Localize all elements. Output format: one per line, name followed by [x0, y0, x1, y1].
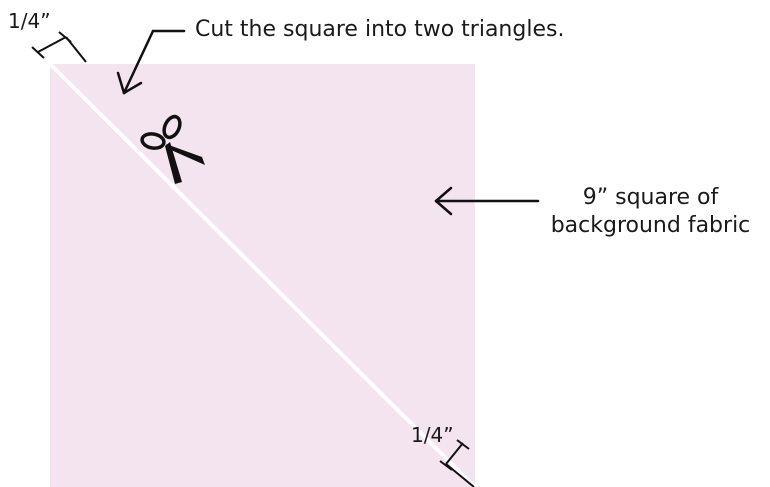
- diagonal-cut-line: [48, 62, 477, 487]
- arrow-left-icon: [434, 186, 540, 216]
- seam-marker-bottom: [439, 439, 475, 487]
- square-label-line1: 9” square of: [582, 185, 719, 210]
- arrow-icon: [116, 29, 186, 95]
- seam-allowance-top-label: 1/4”: [8, 9, 51, 33]
- seam-marker-top: [31, 31, 87, 63]
- seam-allowance-bottom-label: 1/4”: [411, 423, 454, 447]
- scissors-icon: [140, 114, 205, 184]
- square-label-line2: background fabric: [550, 212, 751, 238]
- square-description-label: 9” square of background fabric: [533, 184, 768, 239]
- cut-instruction-label: Cut the square into two triangles.: [195, 17, 565, 42]
